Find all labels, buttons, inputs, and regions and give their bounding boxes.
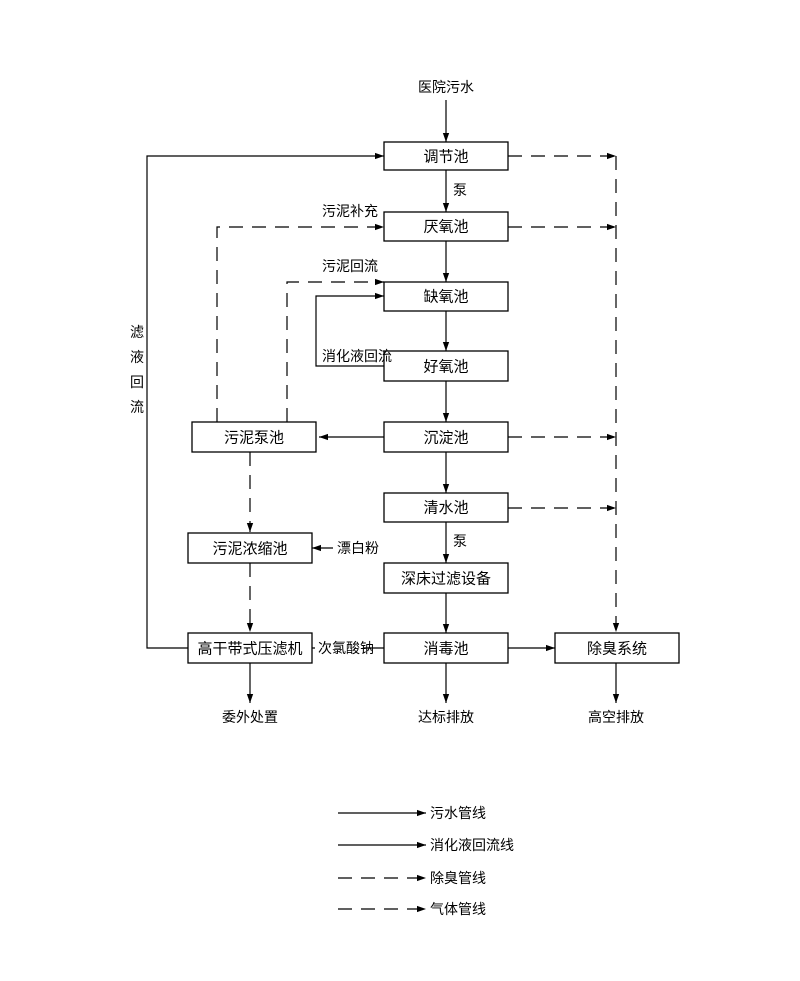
nitrification-return-label: 消化液回流 [322,349,392,365]
disinfection-tank-label: 消毒池 [423,640,468,658]
sludge-supplement-label: 污泥补充 [322,204,378,220]
flow-filtrate-return [146,152,384,649]
clear-water-tank-box: 清水池 [383,492,509,523]
sludge-thickener-label: 污泥浓缩池 [212,540,287,558]
pump-label-2: 泵 [453,534,467,550]
bleaching-powder-label: 漂白粉 [337,541,379,557]
deodorization-system-label: 除臭系统 [587,640,647,658]
filtrate-return-char-3: 回 [130,375,144,391]
aerobic-tank-box: 好氧池 [383,350,509,382]
legend-item-nitrification: 消化液回流线 [338,838,514,854]
filtrate-return-char-1: 滤 [130,325,144,341]
sedimentation-tank-box: 沉淀池 [383,421,509,453]
sedimentation-tank-label: 沉淀池 [423,429,468,447]
sludge-thickener-box: 污泥浓缩池 [187,532,313,564]
anoxic-tank-box: 缺氧池 [383,281,509,312]
main-flow-lines [146,100,620,703]
deep-bed-filter-box: 深床过滤设备 [383,562,509,594]
filtrate-return-char-2: 液 [130,350,144,366]
free-labels: 医院污水 泵 泵 污泥补充 污泥回流 消化液回流 漂白粉 次氯酸钠 委外处置 达… [130,80,644,726]
legend-item-deodorization: 除臭管线 [338,871,486,887]
legend-item-sewage: 污水管线 [338,806,486,822]
outsourced-disposal-label: 委外处置 [222,710,278,726]
regulating-tank-label: 调节池 [423,148,468,166]
legend-label-gas: 气体管线 [430,902,486,918]
legend-label-sewage: 污水管线 [430,806,486,822]
belt-filter-press-label: 高干带式压滤机 [197,640,302,658]
sludge-return-label: 污泥回流 [322,259,378,275]
process-units: 调节池 厌氧池 缺氧池 好氧池 沉淀池 清水池 深床过滤设备 消毒池 [187,141,680,664]
anoxic-tank-label: 缺氧池 [423,288,468,306]
sodium-hypochlorite-label: 次氯酸钠 [318,641,374,657]
deodorization-system-box: 除臭系统 [554,632,680,664]
legend-label-nitrification: 消化液回流线 [430,838,514,854]
aerobic-tank-label: 好氧池 [423,358,468,376]
sludge-pump-tank-box: 污泥泵池 [191,421,317,453]
source-label: 医院污水 [418,80,474,96]
clear-water-tank-label: 清水池 [423,499,468,517]
disinfection-tank-box: 消毒池 [383,632,509,664]
belt-filter-press-box: 高干带式压滤机 [187,632,313,664]
discharge-label: 达标排放 [418,710,474,726]
legend-item-gas: 气体管线 [338,902,486,918]
flow-nitrification-return [315,292,384,367]
anaerobic-tank-box: 厌氧池 [383,211,509,242]
regulating-tank-box: 调节池 [383,141,509,171]
deep-bed-filter-label: 深床过滤设备 [401,570,491,588]
anaerobic-tank-label: 厌氧池 [423,218,468,236]
filtrate-return-char-4: 流 [130,400,144,416]
legend-label-deodorization: 除臭管线 [430,871,486,887]
legend: 污水管线 消化液回流线 除臭管线 气体管线 [338,806,514,918]
sludge-supplement-line [216,223,384,422]
sludge-pump-tank-label: 污泥泵池 [224,429,284,447]
high-altitude-discharge-label: 高空排放 [588,709,644,726]
pump-label-1: 泵 [453,183,467,199]
sludge-return-line [286,278,384,422]
dashed-lines [216,152,620,632]
